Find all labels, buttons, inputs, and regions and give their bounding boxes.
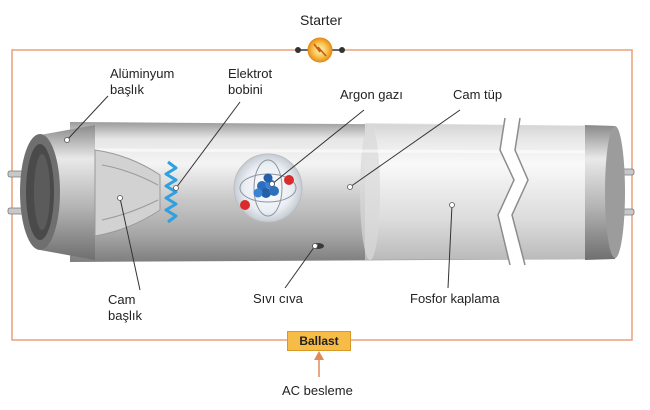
ac-supply-label: AC besleme bbox=[282, 383, 353, 398]
glass-stem bbox=[94, 149, 161, 237]
phosphor-coating-label: Fosfor kaplama bbox=[410, 291, 500, 306]
glass-tube-label: Cam tüp bbox=[453, 87, 503, 102]
argon-atom-icon bbox=[233, 153, 303, 223]
electrode-coil-label: Elektrot bobini bbox=[228, 66, 272, 98]
wire-top-right bbox=[343, 49, 633, 341]
wire-top-left bbox=[11, 49, 297, 341]
argon-gas-label: Argon gazı bbox=[340, 87, 403, 102]
glass-stem-label: Cam başlık bbox=[108, 292, 142, 324]
aluminium-cap-label-text: Alüminyum başlık bbox=[110, 66, 175, 97]
callout-dots bbox=[64, 137, 455, 249]
liquid-mercury-label: Sıvı cıva bbox=[253, 291, 303, 306]
starter-icon bbox=[295, 37, 345, 63]
electrode-coil-icon bbox=[164, 160, 178, 224]
aluminium-cap-label: Alüminyum başlık bbox=[110, 66, 174, 98]
right-end-cap bbox=[585, 125, 625, 260]
glass-tube bbox=[70, 122, 613, 262]
tube-break-gap bbox=[497, 117, 529, 266]
electrode-coil-label-text: Elektrot bobini bbox=[228, 66, 273, 97]
left-aluminium-cap bbox=[20, 125, 95, 260]
callout-lines bbox=[66, 95, 461, 291]
starter-label: Starter bbox=[300, 12, 343, 28]
glass-stem-label-text: Cam başlık bbox=[108, 292, 142, 323]
ac-arrow-icon bbox=[314, 351, 324, 377]
ballast-box: Ballast bbox=[287, 331, 351, 351]
